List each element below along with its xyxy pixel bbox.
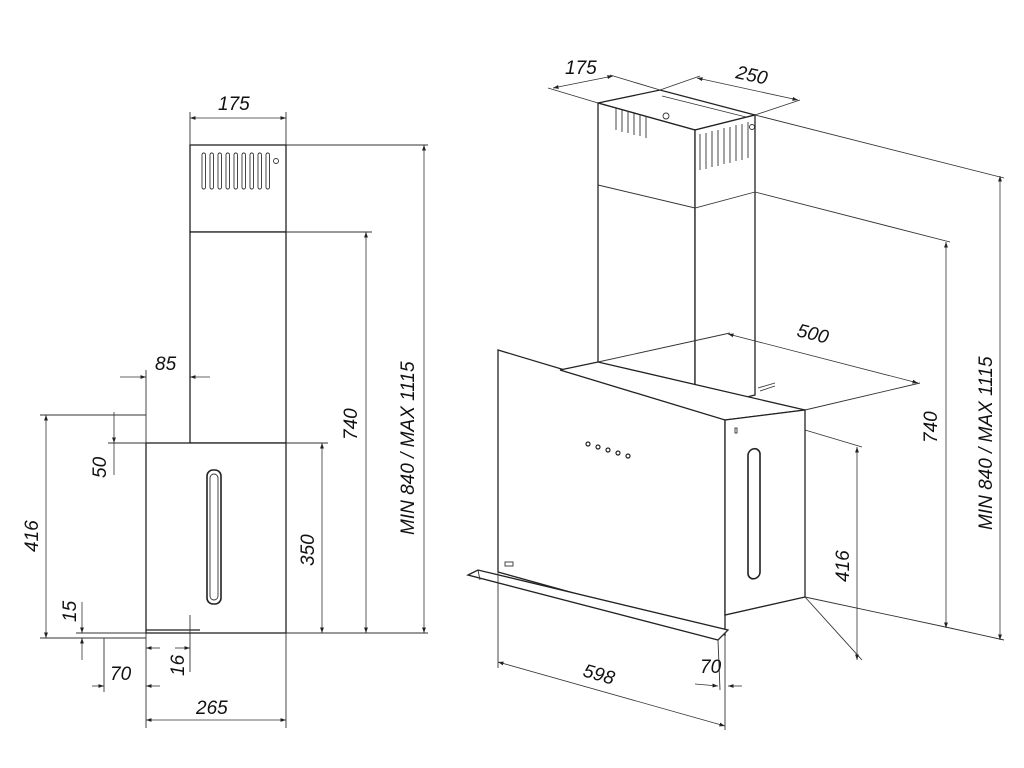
side-vent-slots <box>201 152 279 190</box>
iso-dim-500: 500 <box>795 320 831 348</box>
iso-vent-slots <box>615 108 755 170</box>
iso-side-box <box>724 409 806 616</box>
side-dim-740: 740 <box>341 408 362 440</box>
iso-dim-598: 598 <box>581 661 618 690</box>
side-dim-height-range: MIN 840 / MAX 1115 <box>398 361 419 535</box>
side-led-slot <box>206 469 222 605</box>
side-dim-50: 50 <box>90 456 111 478</box>
iso-dim-70: 70 <box>700 657 722 678</box>
iso-chimney-right-face <box>694 114 756 411</box>
side-dim-chimney-width: 175 <box>218 94 250 115</box>
iso-dim-height-range: MIN 840 / MAX 1115 <box>976 356 997 530</box>
iso-dim-740: 740 <box>921 411 942 443</box>
side-dim-16: 16 <box>168 654 189 676</box>
side-chimney-upper <box>189 144 287 233</box>
side-chimney-lower <box>189 231 287 444</box>
iso-view: 175 250 500 740 MIN 840 / MAX 1115 416 5… <box>466 58 1005 730</box>
side-view: 175 740 MIN 840 / MAX 1115 350 85 416 50 <box>22 94 428 728</box>
iso-dim-416: 416 <box>833 550 854 582</box>
iso-chimney-left-face <box>597 102 696 411</box>
side-dim-416: 416 <box>22 520 43 552</box>
iso-led-slot <box>747 447 761 580</box>
iso-dim-chimney-width: 250 <box>733 62 770 89</box>
side-dim-265: 265 <box>195 698 228 719</box>
iso-control-buttons <box>585 441 631 459</box>
side-dim-350: 350 <box>298 534 319 566</box>
iso-dim-chimney-depth: 175 <box>565 58 597 79</box>
side-dim-15: 15 <box>60 600 81 622</box>
side-dim-70: 70 <box>110 664 132 685</box>
side-dim-85: 85 <box>155 354 177 375</box>
